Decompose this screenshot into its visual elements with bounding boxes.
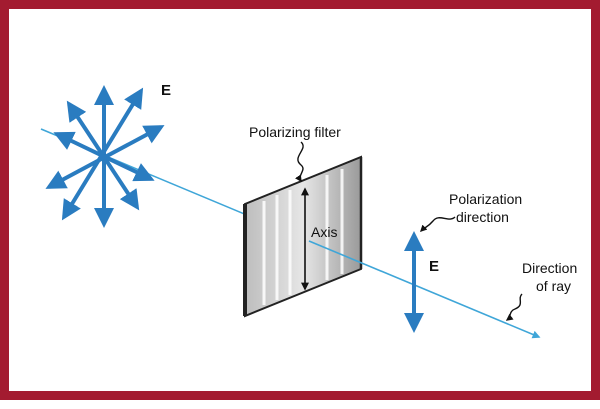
polarization-direction-label-line2: direction xyxy=(456,209,509,225)
direction-of-ray-label-line2: of ray xyxy=(536,278,571,294)
polarization-diagram: E Polarizing filter Axis Polarization di… xyxy=(40,82,577,339)
polarization-label-pointer xyxy=(420,216,456,232)
filter-label-pointer xyxy=(294,141,304,183)
axis-label: Axis xyxy=(311,224,337,240)
polarizing-filter-label: Polarizing filter xyxy=(249,124,341,140)
ray-label-pointer xyxy=(505,293,523,321)
polarization-direction-label-line1: Polarization xyxy=(449,191,522,207)
e-field-label-polarized: E xyxy=(429,258,439,275)
light-ray-outgoing xyxy=(308,240,541,339)
e-field-label-unpolarized: E xyxy=(161,82,171,99)
unpolarized-field-arrows xyxy=(45,85,165,228)
diagram-frame: E Polarizing filter Axis Polarization di… xyxy=(0,0,600,400)
direction-of-ray-label-line1: Direction xyxy=(522,260,577,276)
field-arrow xyxy=(61,87,144,221)
polarizing-filter xyxy=(243,155,363,318)
